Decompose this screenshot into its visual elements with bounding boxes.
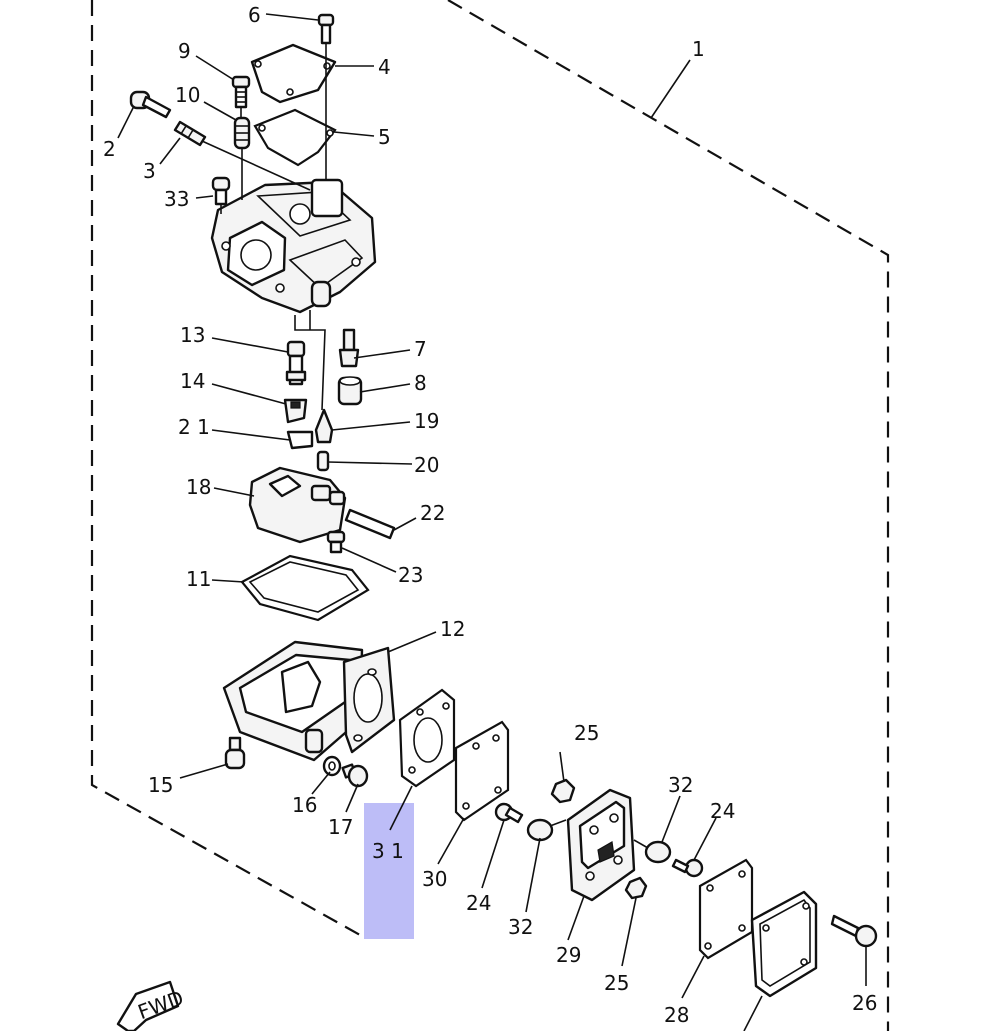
leader-lines bbox=[117, 13, 867, 1031]
carburetor-body bbox=[210, 178, 377, 314]
callout-5: 5 bbox=[378, 125, 391, 149]
part-14-jet bbox=[283, 398, 308, 424]
part-15-screw bbox=[224, 736, 246, 770]
callout-25b: 25 bbox=[604, 971, 629, 995]
callout-20: 20 bbox=[414, 453, 439, 477]
part-28-diaphragm bbox=[698, 858, 754, 960]
part-29-pump-body bbox=[566, 788, 636, 902]
highlight-31 bbox=[364, 803, 414, 939]
callout-labels: 1 6 4 5 9 10 2 3 33 13 7 14 8 2 1 19 20 … bbox=[103, 3, 877, 1027]
assembly-boundary bbox=[90, 0, 890, 1031]
callout-14: 14 bbox=[180, 369, 205, 393]
callout-31: 3 1 bbox=[372, 839, 404, 863]
callout-26: 26 bbox=[852, 991, 877, 1015]
part-32a-valve bbox=[526, 818, 567, 842]
part-16-washer bbox=[322, 755, 342, 777]
callout-7: 7 bbox=[414, 337, 427, 361]
part-23-screw bbox=[326, 530, 346, 554]
callout-6: 6 bbox=[248, 3, 261, 27]
callout-22: 22 bbox=[420, 501, 445, 525]
callout-4: 4 bbox=[378, 55, 391, 79]
callout-24a: 24 bbox=[466, 891, 491, 915]
part-31-gasket bbox=[398, 688, 456, 788]
fwd-arrow-icon: FWD bbox=[116, 980, 187, 1031]
part-30-gasket bbox=[454, 720, 510, 822]
part-9-screw bbox=[231, 75, 251, 109]
callout-29: 29 bbox=[556, 943, 581, 967]
callout-17: 17 bbox=[328, 815, 353, 839]
callout-28: 28 bbox=[664, 1003, 689, 1027]
part-12-float-chamber bbox=[222, 640, 396, 762]
part-19-needle-valve bbox=[314, 408, 334, 444]
callout-32a: 32 bbox=[508, 915, 533, 939]
callout-21: 2 1 bbox=[178, 415, 210, 439]
part-4-cover bbox=[250, 43, 337, 104]
part-11-gasket bbox=[240, 554, 370, 622]
part-18-float bbox=[248, 466, 347, 544]
assembly-axes bbox=[201, 43, 327, 411]
part-24b-screw bbox=[671, 858, 704, 878]
callout-11: 11 bbox=[186, 567, 211, 591]
part-33-screw bbox=[211, 176, 231, 206]
callout-30: 30 bbox=[422, 867, 447, 891]
callout-32b: 32 bbox=[668, 773, 693, 797]
callout-18: 18 bbox=[186, 475, 211, 499]
part-22-pin bbox=[344, 508, 396, 540]
callout-9: 9 bbox=[178, 39, 191, 63]
part-7-jet bbox=[338, 328, 360, 368]
callout-19: 19 bbox=[414, 409, 439, 433]
part-8-plug bbox=[337, 376, 363, 406]
part-25b-nut bbox=[624, 876, 648, 900]
part-26-screw bbox=[830, 914, 878, 948]
part-27-cover bbox=[750, 890, 818, 998]
callout-1: 1 bbox=[692, 37, 705, 61]
callout-2: 2 bbox=[103, 137, 116, 161]
callout-3: 3 bbox=[143, 159, 156, 183]
part-6-screw bbox=[317, 13, 335, 45]
callout-24b: 24 bbox=[710, 799, 735, 823]
part-32b-valve bbox=[633, 839, 672, 864]
callout-8: 8 bbox=[414, 371, 427, 395]
part-21-clip bbox=[286, 430, 314, 450]
callout-12: 12 bbox=[440, 617, 465, 641]
callout-10: 10 bbox=[175, 83, 200, 107]
part-2-screw bbox=[129, 90, 172, 119]
part-10-spring bbox=[233, 116, 251, 150]
callout-15: 15 bbox=[148, 773, 173, 797]
part-20-screw bbox=[316, 450, 330, 472]
callout-25a: 25 bbox=[574, 721, 599, 745]
callout-16: 16 bbox=[292, 793, 317, 817]
part-13-nozzle bbox=[285, 340, 307, 386]
part-25a-nut bbox=[550, 778, 576, 804]
part-17-screw bbox=[341, 763, 369, 788]
callout-13: 13 bbox=[180, 323, 205, 347]
part-5-gasket bbox=[253, 108, 337, 167]
part-24a-screw bbox=[494, 802, 524, 824]
callout-23: 23 bbox=[398, 563, 423, 587]
callout-33: 33 bbox=[164, 187, 189, 211]
part-3-spring bbox=[173, 120, 207, 147]
